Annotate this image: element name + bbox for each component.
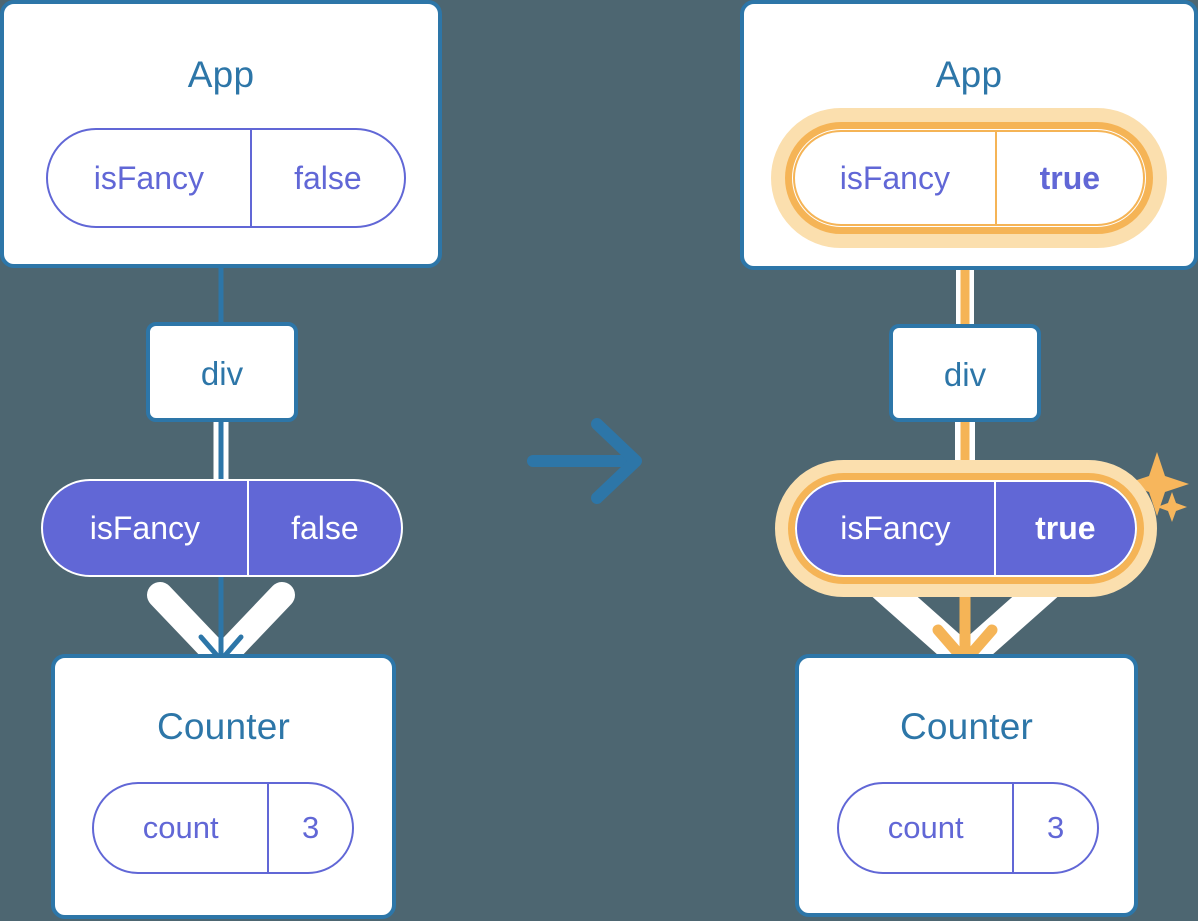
- counter-state-key-after: count: [887, 810, 964, 845]
- counter-state-pill-after[interactable]: count 3: [837, 782, 1099, 874]
- counter-box-before: Counter count 3: [51, 654, 396, 919]
- counter-box-after: Counter count 3: [795, 654, 1138, 917]
- prop-pill-before[interactable]: isFancy false: [41, 479, 403, 577]
- app-state-pill-after[interactable]: isFancy true: [793, 130, 1145, 226]
- counter-state-pill-before[interactable]: count 3: [92, 782, 354, 874]
- counter-state-value-after: 3: [1012, 784, 1097, 872]
- app-state-key-after: isFancy: [839, 159, 950, 196]
- sparkle-icon-prop-small: [1157, 492, 1187, 522]
- app-box-before: App isFancy false: [0, 0, 442, 268]
- app-title-before: App: [187, 54, 255, 95]
- div-box-after: div: [889, 324, 1041, 422]
- app-state-value-after: true: [994, 132, 1143, 224]
- div-box-before: div: [146, 322, 298, 422]
- prop-value-after: true: [993, 482, 1135, 575]
- counter-state-key-before: count: [142, 810, 219, 845]
- counter-title-before: Counter: [156, 706, 291, 747]
- counter-title-after: Counter: [899, 706, 1034, 747]
- app-title-after: App: [935, 54, 1003, 95]
- prop-key-after: isFancy: [840, 510, 951, 546]
- app-state-value-before: false: [249, 130, 404, 226]
- app-state-pill-before[interactable]: isFancy false: [46, 128, 406, 228]
- transition-arrow-right-icon: [527, 418, 642, 504]
- prop-key-before: isFancy: [89, 509, 200, 546]
- div-label-after: div: [943, 356, 987, 393]
- counter-state-value-before: 3: [267, 784, 352, 872]
- prop-value-before: false: [246, 481, 401, 575]
- prop-pill-after[interactable]: isFancy true: [795, 480, 1137, 577]
- sparkle-icon-prop-big: [1125, 452, 1189, 516]
- app-state-key-before: isFancy: [93, 159, 204, 196]
- div-label-before: div: [200, 355, 244, 392]
